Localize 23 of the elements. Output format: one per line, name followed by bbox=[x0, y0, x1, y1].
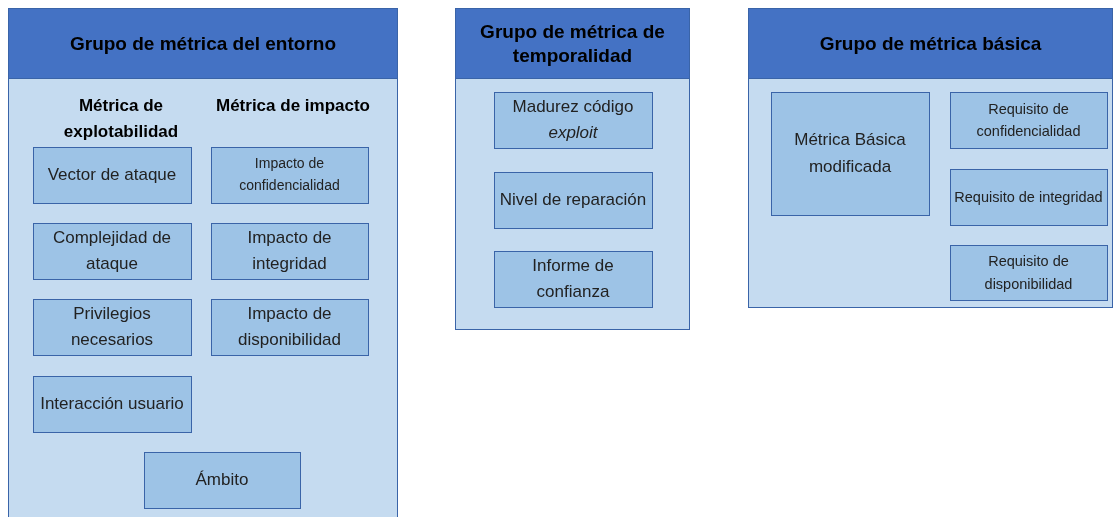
column-heading: Métrica de explotabilidad bbox=[62, 95, 180, 143]
group-panel bbox=[748, 8, 1113, 308]
metric-box: Impacto de confidencialidad bbox=[210, 146, 369, 204]
metric-box: Requisito de disponibilidad bbox=[949, 244, 1108, 301]
metric-box: Requisito de integridad bbox=[949, 168, 1108, 226]
panel-header: Grupo de métrica de temporalidad bbox=[456, 9, 689, 79]
metric-box: Privilegios necesarios bbox=[32, 298, 192, 356]
metric-box: Interacción usuario bbox=[32, 375, 192, 433]
group-panel bbox=[455, 8, 690, 330]
metric-box: Impacto de integridad bbox=[210, 222, 369, 280]
metric-box: Requisito de confidencialidad bbox=[949, 91, 1108, 149]
group-panel bbox=[8, 8, 398, 517]
panel-header: Grupo de métrica del entorno bbox=[9, 9, 397, 79]
metric-box: Nivel de reparación bbox=[493, 171, 653, 229]
panel-header: Grupo de métrica básica bbox=[749, 9, 1112, 79]
metric-box: Impacto de disponibilidad bbox=[210, 298, 369, 356]
metric-box: Informe de confianza bbox=[493, 250, 653, 308]
metric-box: Madurez código exploit bbox=[493, 91, 653, 149]
column-heading: Métrica de impacto bbox=[215, 95, 371, 117]
metric-box: Métrica Básica modificada bbox=[770, 91, 930, 216]
metric-box: Vector de ataque bbox=[32, 146, 192, 204]
metric-box: Ámbito bbox=[143, 451, 301, 509]
metric-box: Complejidad de ataque bbox=[32, 222, 192, 280]
